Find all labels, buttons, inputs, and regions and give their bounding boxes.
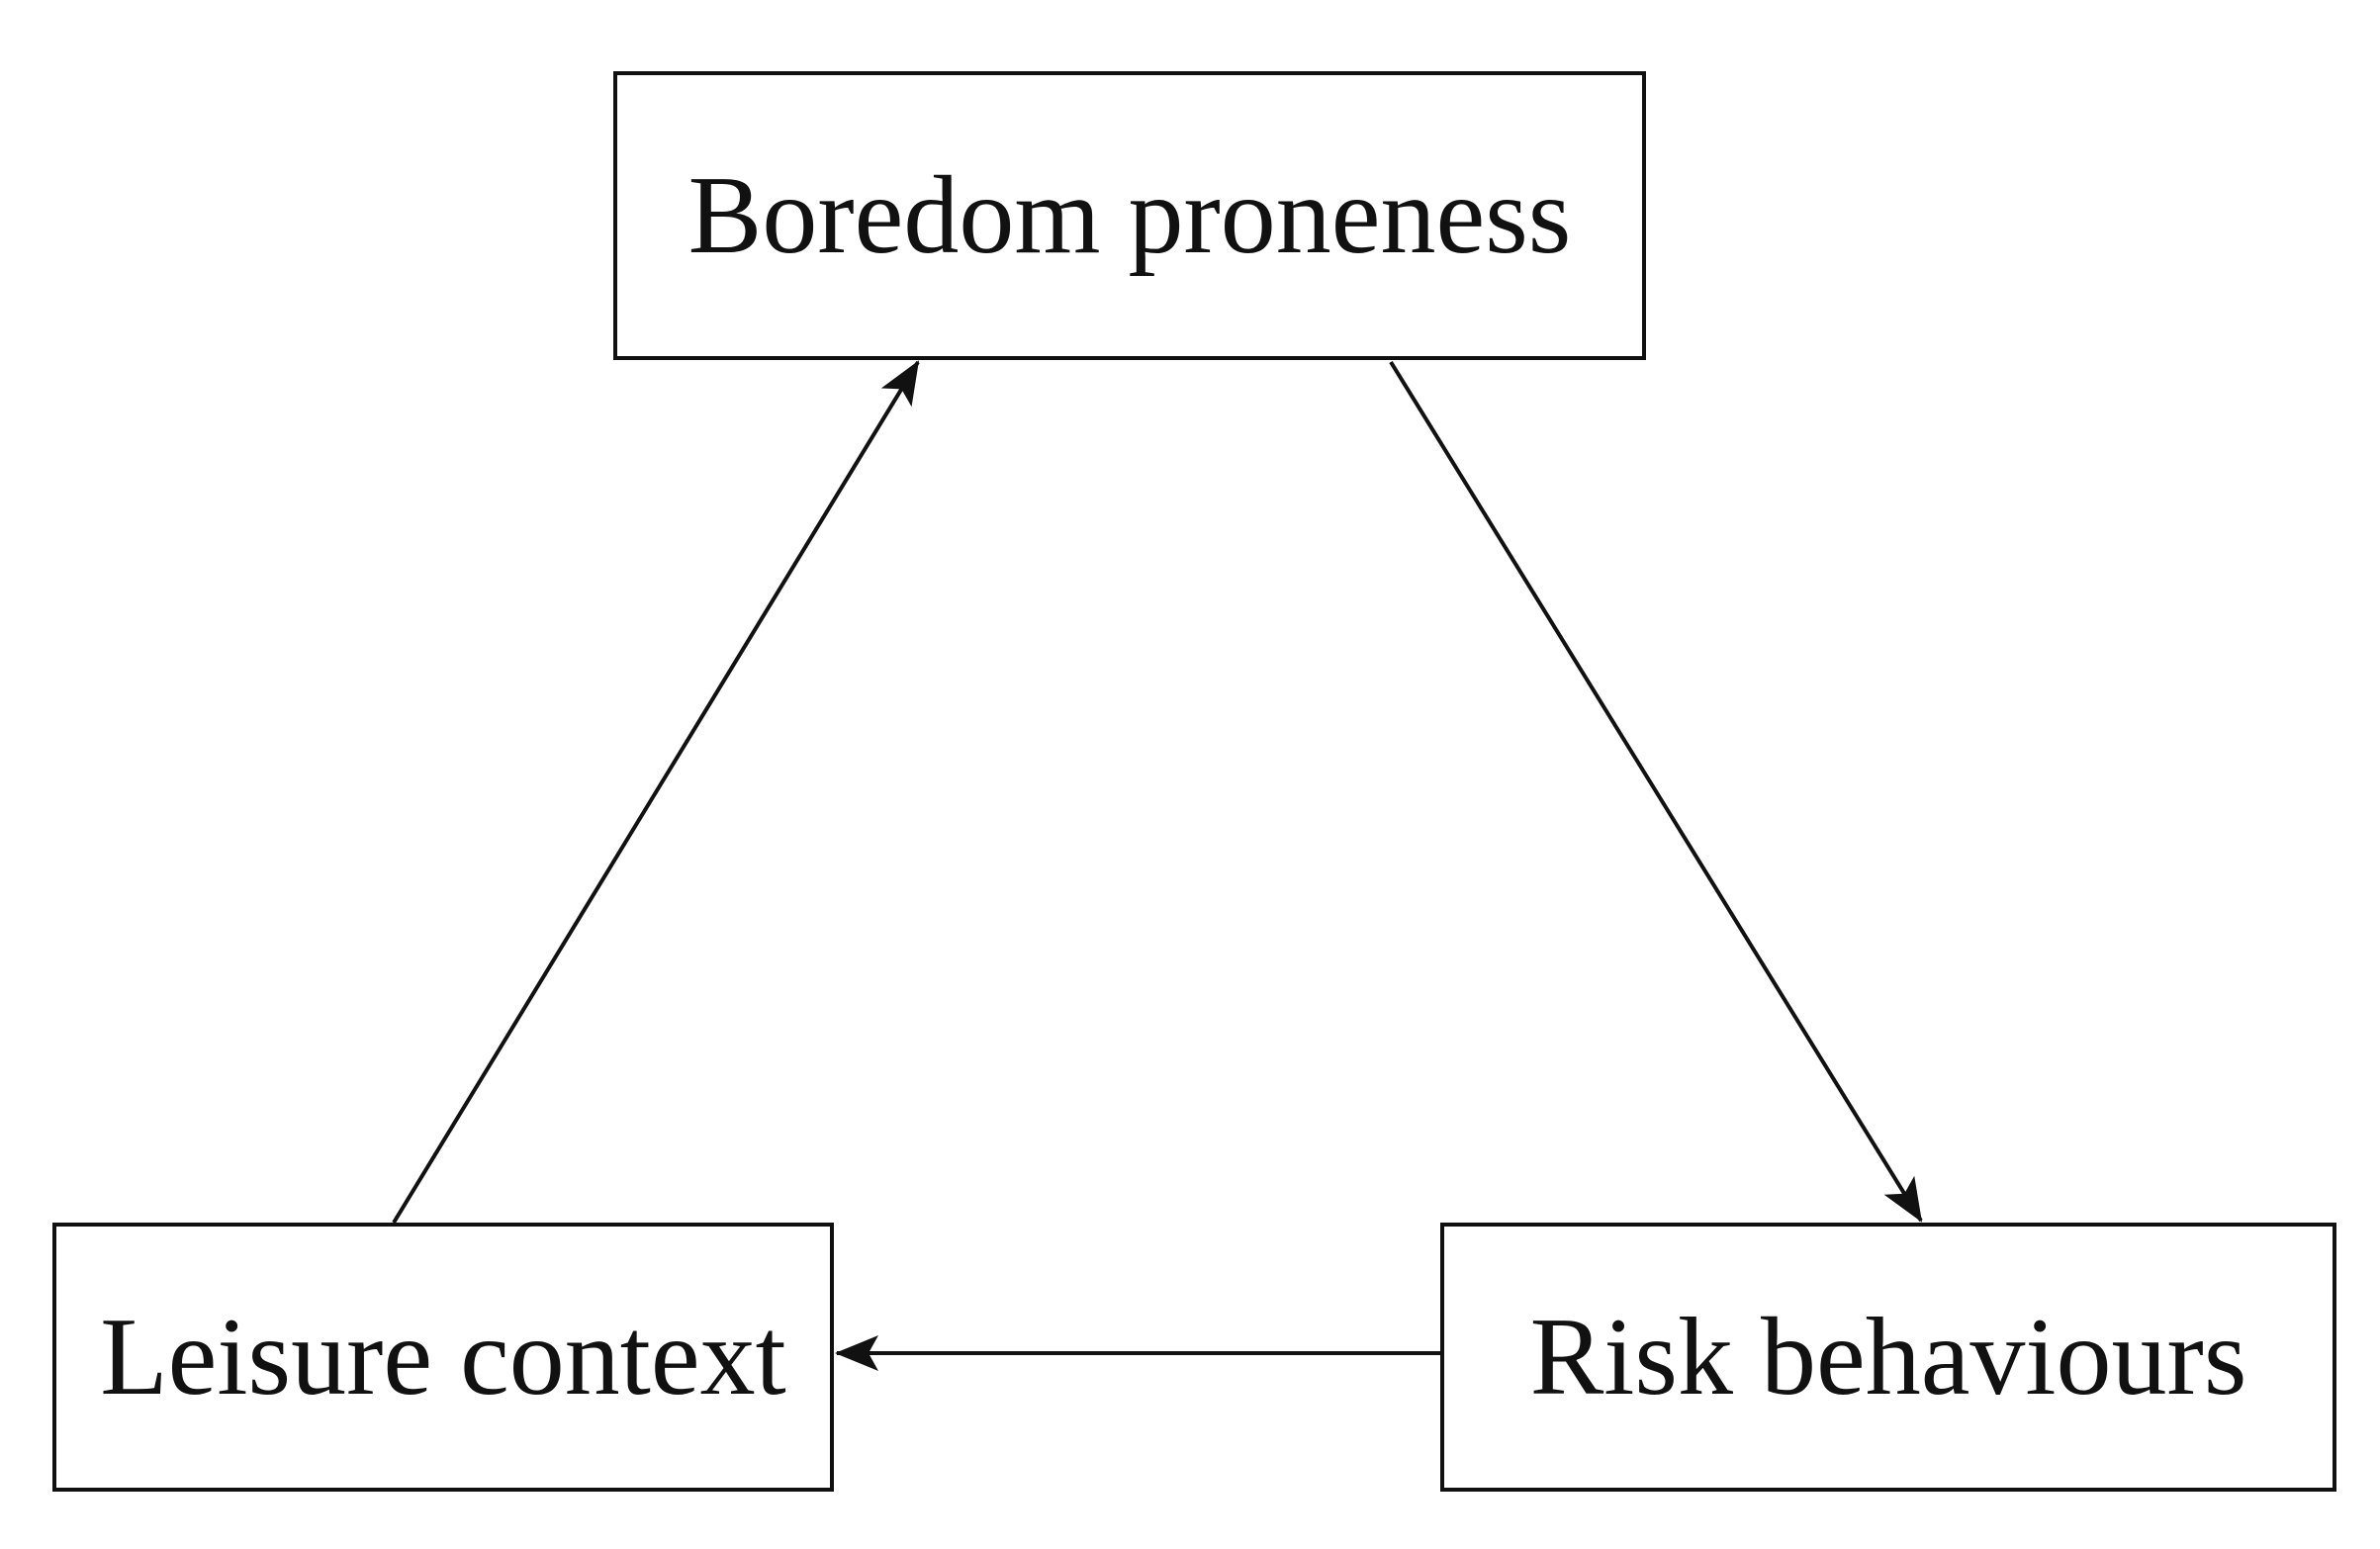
node-label: Leisure context [100, 1296, 786, 1418]
node-label: Boredom proneness [687, 154, 1572, 277]
edge-leisure-to-boredom [392, 360, 920, 1225]
node-boredom-proneness: Boredom proneness [613, 71, 1646, 360]
node-label: Risk behaviours [1529, 1296, 2247, 1418]
node-leisure-context: Leisure context [52, 1223, 834, 1492]
node-risk-behaviours: Risk behaviours [1440, 1223, 2336, 1492]
edge-boredom-to-risk [1389, 360, 1923, 1223]
